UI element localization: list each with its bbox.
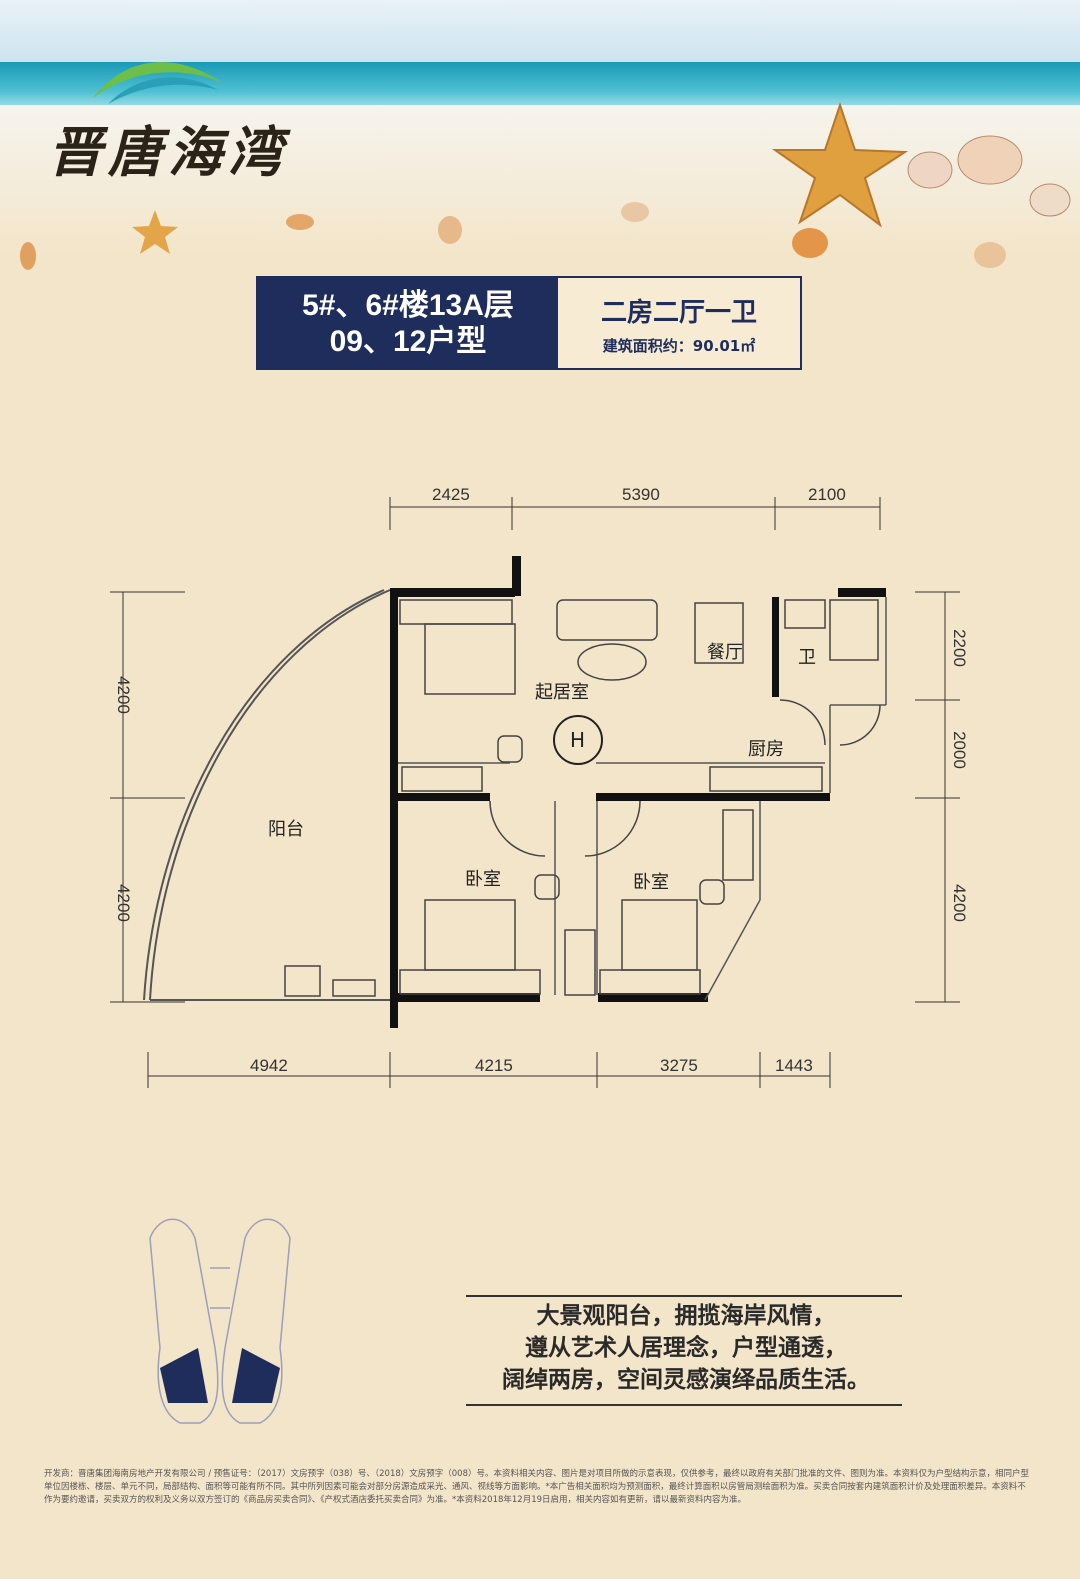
dim-bottom-3: 3275: [660, 1056, 698, 1075]
room-bath: 卫: [798, 647, 816, 668]
building-label: 5#、6#楼13A层 09、12户型: [258, 278, 558, 368]
starfish-icon: [771, 101, 909, 228]
layout-info: 二房二厅一卫 建筑面积约：90.01㎡: [558, 278, 800, 368]
unit-title-box: 5#、6#楼13A层 09、12户型 二房二厅一卫 建筑面积约：90.01㎡: [256, 276, 802, 370]
balcony-arc: [143, 589, 391, 1001]
building-site-map: [149, 1218, 291, 1424]
room-kitchen: 厨房: [748, 739, 784, 760]
furniture: [284, 599, 881, 997]
shell-icon: [621, 202, 649, 222]
dim-bottom-1: 4942: [250, 1056, 288, 1075]
room-bedroom-a: 卧室: [465, 869, 501, 890]
slogan-line-3: 阔绰两房，空间灵感演绎品质生活。: [502, 1367, 870, 1393]
shell-icon: [286, 214, 314, 230]
shell-icon: [974, 242, 1006, 268]
dim-bottom-4: 1443: [775, 1056, 813, 1075]
room-bedroom-b: 卧室: [633, 872, 669, 893]
dim-right-3: 4200: [949, 884, 969, 922]
slogan-top-rule: [466, 1295, 902, 1297]
area-line: 建筑面积约：90.01㎡: [558, 335, 800, 356]
shell-icon: [957, 135, 1023, 185]
shells-decoration: [20, 101, 1071, 270]
shell-icon: [20, 242, 36, 270]
walls: [390, 556, 886, 1028]
room-dining: 餐厅: [707, 642, 743, 663]
dim-top-1: 2425: [432, 485, 470, 504]
dim-top-3: 2100: [808, 485, 846, 504]
dim-left-2: 4200: [113, 884, 133, 922]
sand-foam-background: [0, 105, 1080, 255]
brand-logo-text: 晋唐海湾: [48, 120, 288, 184]
small-starfish-icon: [132, 210, 178, 254]
dim-left-1: 4200: [113, 676, 133, 714]
h-mark-label: H: [570, 728, 586, 752]
shell-icon: [907, 151, 953, 189]
dim-right-1: 2200: [949, 629, 969, 667]
highlight-unit-left: [160, 1348, 208, 1403]
room-balcony: 阳台: [268, 819, 304, 840]
sky-background: [0, 0, 1080, 70]
highlight-unit-right: [232, 1348, 280, 1403]
slogan-line-1: 大景观阳台，拥揽海岸风情，: [536, 1303, 836, 1329]
dimension-lines: [110, 497, 960, 1088]
building-floor: 5#、6#楼13A层: [302, 289, 514, 322]
shell-icon: [438, 216, 462, 244]
logo-wave-icon: [93, 62, 223, 104]
shell-icon: [1029, 183, 1071, 217]
dim-right-2: 2000: [949, 731, 969, 769]
slogan-text: 大景观阳台，拥揽海岸风情， 遵从艺术人居理念，户型通透， 阔绰两房，空间灵感演绎…: [470, 1300, 902, 1396]
dim-top-2: 5390: [622, 485, 660, 504]
slogan-line-2: 遵从艺术人居理念，户型通透，: [525, 1335, 847, 1361]
layout-type: 二房二厅一卫: [600, 298, 757, 328]
room-living: 起居室: [535, 682, 589, 703]
area-value: 90.01㎡: [692, 337, 756, 355]
dim-bottom-2: 4215: [475, 1056, 513, 1075]
shell-icon: [792, 228, 828, 258]
slogan-bottom-rule: [466, 1404, 902, 1406]
area-label: 建筑面积约：: [602, 337, 693, 355]
legal-disclaimer: 开发商：晋唐集团海南房地产开发有限公司 / 预售证号：（2017）文房预字（03…: [44, 1469, 1029, 1505]
unit-number: 09、12户型: [329, 325, 487, 358]
h-mark-circle: [553, 715, 603, 765]
